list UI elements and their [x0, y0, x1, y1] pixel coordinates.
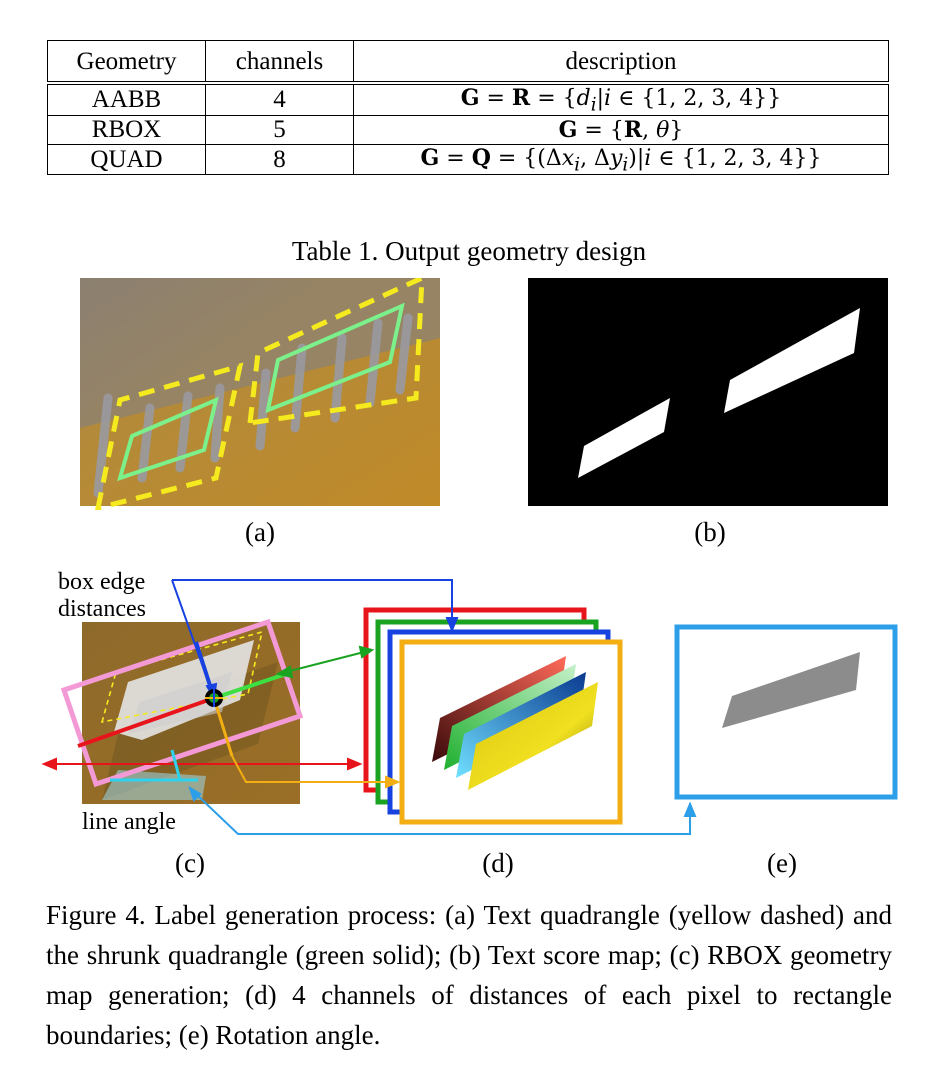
orange-distance-arrow: [212, 697, 401, 789]
panel-c-photo: [82, 622, 300, 804]
cell-description-formula: G = R = {di|i ∈ {1, 2, 3, 4}}: [353, 80, 889, 116]
text-quadrangle-dashed: [95, 278, 425, 510]
rbox-rectangle: [60, 618, 304, 788]
rotation-arrow: [188, 785, 697, 835]
table-caption: Table 1. Output geometry design: [291, 236, 647, 266]
cell-description-formula: G = Q = {(Δxi, Δyi)|i ∈ {1, 2, 3, 4}}: [353, 143, 889, 176]
metal-letters: [93, 313, 413, 498]
table-row: QUAD 8 G = Q = {(Δxi, Δyi)|i ∈ {1, 2, 3,…: [47, 143, 889, 176]
cell-geometry: RBOX: [47, 114, 206, 145]
figure-caption: Figure 4. Label generation process: (a) …: [46, 900, 892, 1050]
angle-region: [722, 652, 860, 728]
panel-c-d-overlay: [41, 579, 697, 835]
header-geometry: Geometry: [47, 40, 206, 83]
cell-channels: 8: [205, 143, 354, 176]
cell-geometry: QUAD: [47, 143, 206, 176]
line-angle-label: line angle: [82, 809, 176, 835]
table-header-row: Geometry channels description: [47, 40, 889, 83]
table-row: AABB 4 G = R = {di|i ∈ {1, 2, 3, 4}}: [47, 80, 889, 116]
label-a: (a): [245, 517, 275, 547]
geometry-table: Geometry channels description AABB 4 G =…: [47, 40, 889, 176]
label-d: (d): [482, 848, 514, 878]
panel-e-rotation-angle: [674, 624, 898, 800]
box-edge-label: box edge: [58, 569, 146, 595]
label-e: (e): [767, 848, 797, 878]
red-distance-arrow: [41, 696, 363, 771]
cell-geometry: AABB: [47, 80, 206, 116]
header-channels: channels: [205, 40, 354, 83]
shrunk-quadrangle-solid: [117, 302, 405, 482]
green-distance-arrow: [213, 645, 375, 700]
panel-a-photo: [80, 278, 440, 510]
header-description: description: [353, 40, 889, 83]
label-c: (c): [175, 848, 205, 878]
cell-channels: 4: [205, 80, 354, 116]
score-region-left: [578, 398, 670, 478]
score-region-right: [724, 308, 860, 413]
pixel-center-marker: [205, 689, 223, 707]
table-row: RBOX 5 G = {R, θ}: [47, 114, 889, 145]
channel-sheets: [432, 656, 598, 790]
distances-label: distances: [58, 596, 146, 622]
cell-description-formula: G = {R, θ}: [353, 114, 889, 145]
label-b: (b): [694, 517, 726, 547]
panel-b-score-map: [528, 278, 888, 506]
cell-channels: 5: [205, 114, 354, 145]
